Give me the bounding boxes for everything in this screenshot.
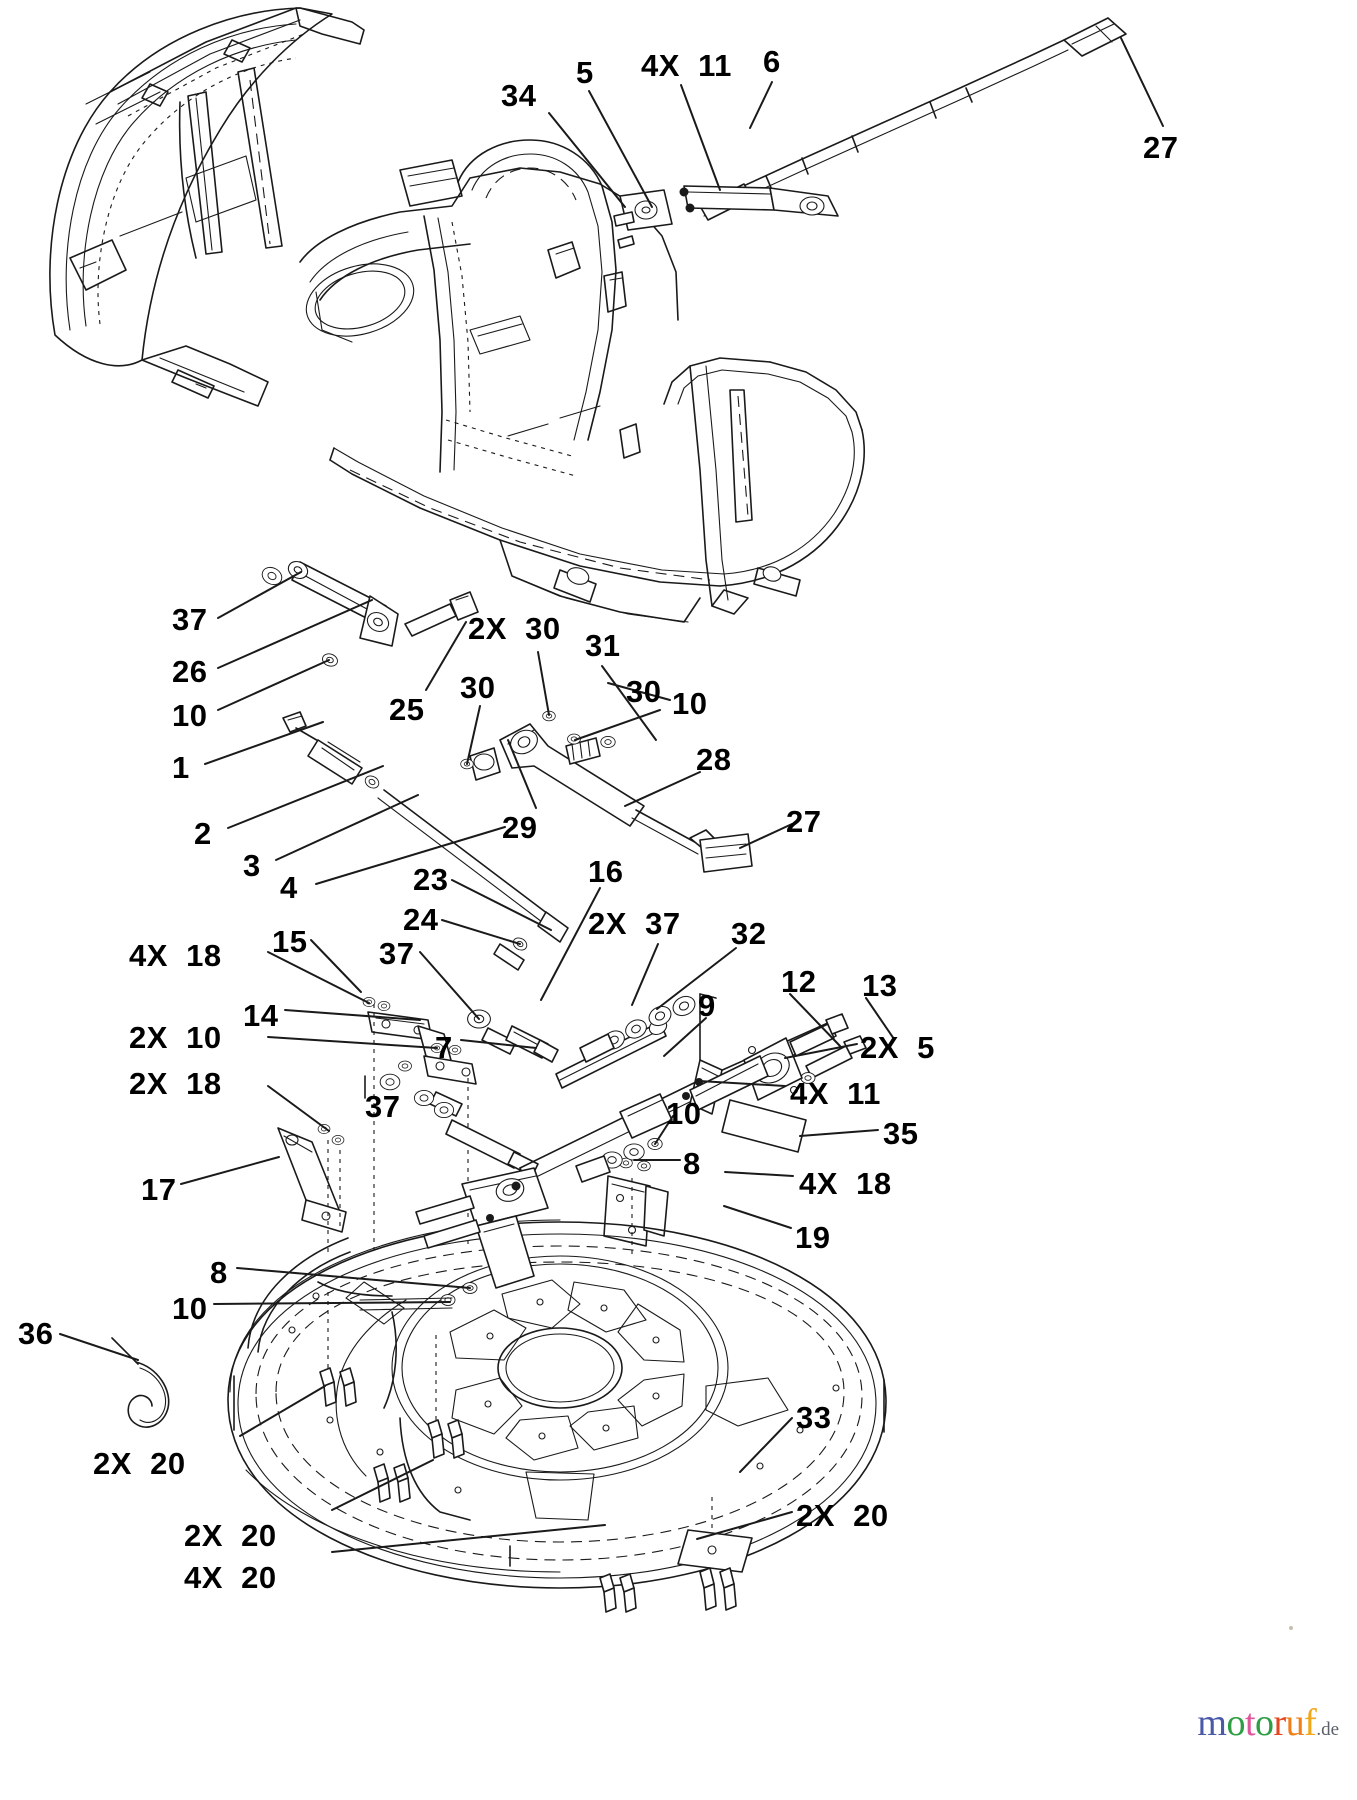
watermark-suffix: .de — [1316, 1719, 1339, 1740]
callout-27-upper: 27 — [1143, 130, 1179, 165]
callout-2x-18: 2X 18 — [129, 1066, 222, 1101]
callout-2x-37: 2X 37 — [588, 906, 681, 941]
deck-lift-hardware — [277, 992, 867, 1258]
callout-4x-11-upper: 4X 11 — [641, 48, 732, 83]
callout-14: 14 — [243, 998, 279, 1033]
callout-4: 4 — [280, 870, 298, 905]
callout-37-d: 37 — [379, 936, 415, 971]
callout-1: 1 — [172, 750, 190, 785]
callout-13: 13 — [862, 968, 898, 1003]
callout-35: 35 — [883, 1116, 919, 1151]
watermark-dot — [1289, 1626, 1293, 1630]
callout-10-b: 10 — [672, 686, 708, 721]
callout-4x-18-a: 4X 18 — [129, 938, 222, 973]
callout-17: 17 — [141, 1172, 177, 1207]
callout-12: 12 — [781, 964, 817, 999]
callout-15: 15 — [272, 924, 308, 959]
callout-33: 33 — [796, 1400, 832, 1435]
callout-2: 2 — [194, 816, 212, 851]
watermark-letter: f — [1304, 1702, 1317, 1744]
callout-2x-30-a: 2X 30 — [468, 611, 561, 646]
callout-32: 32 — [731, 916, 767, 951]
callout-37-a: 37 — [172, 602, 208, 637]
callout-8-a: 8 — [683, 1146, 701, 1181]
callout-3: 3 — [243, 848, 261, 883]
watermark-letter: r — [1273, 1702, 1287, 1744]
callout-4x-18-c: 4X 18 — [799, 1166, 892, 1201]
torsion-spring-36 — [111, 1337, 170, 1428]
callout-4x-11-lower: 4X 11 — [790, 1076, 881, 1111]
watermark-letter: o — [1255, 1702, 1274, 1744]
callout-2x-20-a: 2X 20 — [93, 1446, 186, 1481]
watermark-letter: t — [1244, 1702, 1256, 1744]
callout-27-lower: 27 — [786, 804, 822, 839]
callout-4x-20: 4X 20 — [184, 1560, 277, 1595]
tractor-frame-group — [49, 7, 865, 623]
watermark-letter: o — [1226, 1702, 1245, 1744]
callout-29: 29 — [502, 810, 538, 845]
callout-31: 31 — [585, 628, 621, 663]
callout-36: 36 — [18, 1316, 54, 1351]
callout-30-c: 30 — [626, 674, 662, 709]
callout-2x-20-b: 2X 20 — [184, 1518, 277, 1553]
callout-24: 24 — [403, 902, 439, 937]
callout-9: 9 — [698, 988, 716, 1023]
callout-26: 26 — [172, 654, 208, 689]
watermark-letter: u — [1285, 1702, 1305, 1744]
leader-lines — [59, 37, 1164, 1553]
callout-23: 23 — [413, 862, 449, 897]
callout-2x-20-d: 2X 20 — [796, 1498, 889, 1533]
motoruf-watermark: motoruf.de — [1161, 1626, 1339, 1780]
callout-7: 7 — [435, 1030, 453, 1065]
callout-19: 19 — [795, 1220, 831, 1255]
callout-30-b: 30 — [460, 670, 496, 705]
watermark-letter: m — [1197, 1702, 1227, 1744]
mower-deck-assembly — [227, 1167, 887, 1613]
callout-10-d: 10 — [666, 1096, 702, 1131]
callout-34: 34 — [501, 78, 537, 113]
callout-10-a: 10 — [172, 698, 208, 733]
callout-6: 6 — [763, 44, 781, 79]
callout-5-upper: 5 — [576, 55, 594, 90]
callout-10-e: 10 — [172, 1291, 208, 1326]
callout-37-c: 37 — [365, 1089, 401, 1124]
callout-8-b: 8 — [210, 1255, 228, 1290]
callout-16: 16 — [588, 854, 624, 889]
callout-2x-10: 2X 10 — [129, 1020, 222, 1055]
callout-28: 28 — [696, 742, 732, 777]
callout-2x-5: 2X 5 — [860, 1030, 935, 1065]
watermark-letters: motoruf — [1197, 1702, 1316, 1744]
callout-25: 25 — [389, 692, 425, 727]
